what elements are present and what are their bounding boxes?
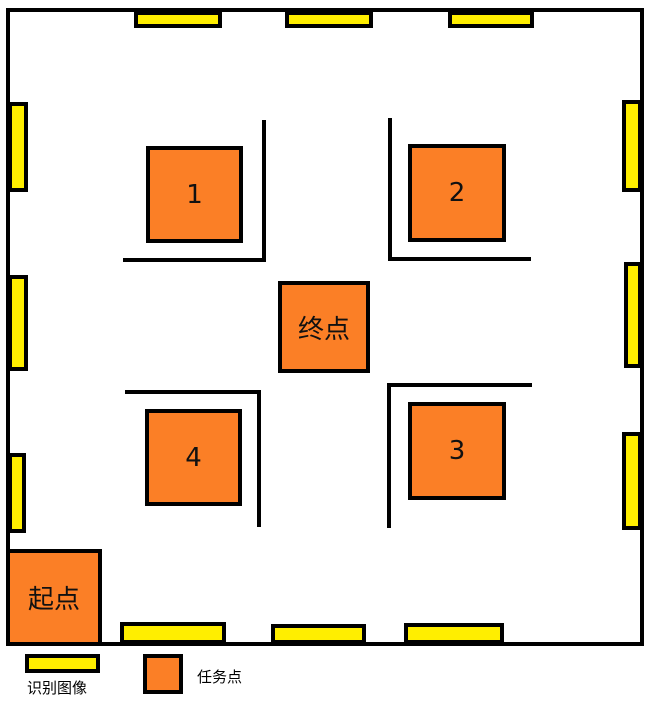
legend-image-marker-swatch: [25, 654, 100, 673]
task-point-3: 3: [408, 402, 506, 500]
task-point-4: 4: [145, 409, 242, 506]
end-point: 终点: [278, 281, 370, 373]
wall-3-vertical: [387, 383, 391, 528]
start-point-label: 起点: [27, 585, 80, 615]
image-marker-left-2: [8, 275, 28, 371]
image-marker-right-3: [622, 432, 642, 530]
task-point-1: 1: [146, 146, 243, 243]
legend-task-point-swatch: [143, 654, 183, 694]
image-marker-bottom-3: [404, 623, 504, 644]
image-marker-left-1: [8, 102, 28, 192]
image-marker-bottom-1: [120, 622, 226, 644]
task-point-1-label: 1: [186, 179, 203, 210]
wall-4-horizontal: [125, 390, 261, 394]
image-marker-top-1: [134, 11, 222, 28]
image-marker-bottom-2: [271, 624, 366, 644]
image-marker-top-3: [448, 11, 534, 28]
task-point-2: 2: [408, 144, 506, 242]
task-point-2-label: 2: [448, 178, 466, 208]
end-point-label: 终点: [297, 314, 350, 345]
image-marker-right-1: [622, 100, 642, 192]
image-marker-left-3: [8, 453, 26, 533]
task-point-3-label: 3: [448, 436, 466, 466]
wall-3-horizontal: [387, 383, 532, 387]
image-marker-right-2: [624, 262, 642, 368]
task-point-4-label: 4: [185, 442, 202, 473]
wall-2-vertical: [388, 118, 392, 260]
wall-2-horizontal: [388, 257, 531, 261]
start-point: 起点: [6, 549, 102, 646]
image-marker-top-2: [285, 11, 373, 28]
legend-image-marker-label: 识别图像: [27, 679, 88, 697]
wall-1-horizontal: [123, 258, 266, 262]
wall-1-vertical: [262, 120, 266, 262]
wall-4-vertical: [257, 390, 261, 527]
legend-task-point-label: 任务点: [197, 668, 243, 686]
